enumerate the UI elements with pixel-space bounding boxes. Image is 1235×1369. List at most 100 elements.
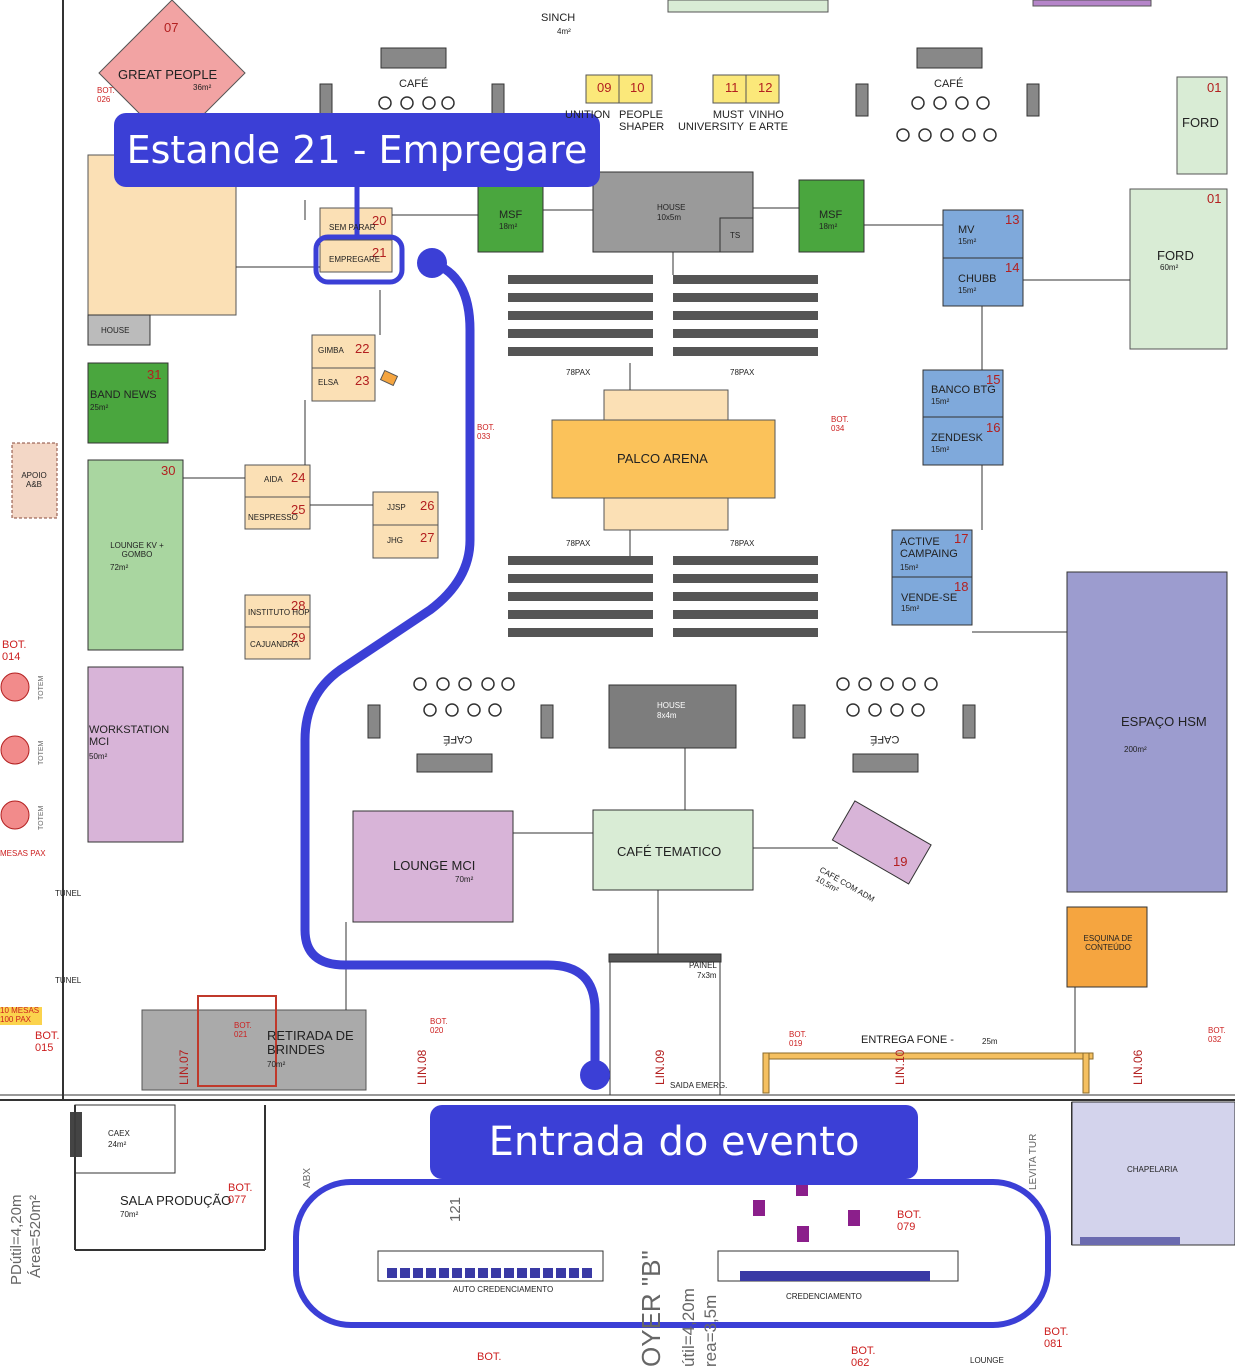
- booth-label: CAFÉ TEMATICO: [617, 844, 722, 859]
- booth-number: 11: [725, 80, 739, 95]
- booth-number: 29: [291, 630, 306, 645]
- booth-number: 07: [164, 20, 179, 35]
- booth-number: 23: [355, 373, 370, 388]
- booth-number: 19: [893, 854, 908, 869]
- entrega-fone: [762, 1052, 1094, 1060]
- booth-12: [745, 74, 780, 104]
- cafe-label: CAFÉ: [443, 733, 473, 746]
- booth-label: ACTIVE CAMPAING: [900, 536, 958, 561]
- entrega-fone-area: 25m: [982, 1037, 998, 1046]
- ts-label: TS: [730, 231, 741, 240]
- booth-esquina: [1066, 906, 1148, 988]
- booth-label: GIMBA: [318, 346, 344, 355]
- booth-17: [891, 529, 973, 578]
- route-end-dot: [580, 1060, 610, 1090]
- booth-area: 4m²: [557, 27, 571, 36]
- booth-26: [372, 491, 439, 526]
- booth-retirada: [141, 1009, 367, 1091]
- booth-workstation: [87, 666, 184, 843]
- lin-label: LIN.06: [1131, 1049, 1145, 1085]
- booth-number: 26: [420, 498, 435, 513]
- area-label: Área=520m²: [27, 1195, 44, 1278]
- bot-label: BOT. 014: [2, 639, 27, 664]
- booth-number: 25: [291, 502, 306, 517]
- bot-label: BOT. 032: [1208, 1026, 1226, 1044]
- bot-label: BOT. 079: [897, 1209, 922, 1234]
- booth-number: 13: [1005, 212, 1020, 227]
- booth-10: [618, 74, 653, 104]
- lin-label: LIN.07: [177, 1049, 191, 1085]
- booth-label: WORKSTATION MCI: [89, 724, 170, 749]
- bot-label: BOT.: [477, 1351, 502, 1363]
- entrance-callout: Entrada do evento: [430, 1105, 918, 1179]
- booth-top-purple: [1032, 0, 1152, 7]
- booth-number: 28: [291, 598, 306, 613]
- booth-area: 60m²: [1160, 263, 1179, 272]
- booth-16: [922, 416, 1004, 466]
- stage-label: PALCO ARENA: [617, 451, 708, 466]
- bot-label: BOT. 019: [789, 1030, 807, 1048]
- booth-label: CAJUANDRA: [250, 640, 299, 649]
- booth-29: [244, 626, 311, 660]
- booth-label: LOUNGE KV + GOMBO: [110, 541, 164, 559]
- booth-area: 70m²: [455, 875, 474, 884]
- booth-label: HOUSE: [101, 326, 130, 335]
- booth-label: JJSP: [387, 503, 406, 512]
- booth-27: [372, 524, 439, 559]
- booth-label: SALA PRODUÇÃO: [120, 1193, 232, 1208]
- booth-label: AIDA: [264, 475, 283, 484]
- booth-label: FORD: [1157, 248, 1194, 263]
- booth-number: 01: [1207, 191, 1222, 206]
- levita-label: LEVITA TUR: [1028, 1133, 1039, 1190]
- bot-label: BOT. 021: [234, 1021, 252, 1039]
- booth-label: RETIRADA DE BRINDES: [267, 1028, 354, 1058]
- booth-label: SEM PARAR: [329, 223, 376, 232]
- entrance-highlight: [293, 1179, 1051, 1328]
- booth-label: UNITION: [565, 109, 611, 121]
- booth-label: VINHO E ARTE: [749, 109, 788, 134]
- booth-label: FORD: [1182, 115, 1219, 130]
- booth-11: [712, 74, 747, 104]
- pax-label: 78PAX: [566, 368, 591, 377]
- booth-area: 18m²: [819, 222, 838, 231]
- booth-area: 8x4m: [657, 711, 677, 720]
- route-start-dot: [417, 248, 447, 278]
- booth-label: BANCO BTG: [931, 384, 996, 396]
- booth-label: VENDE-SE: [901, 592, 958, 604]
- booth-area: 70m²: [267, 1060, 286, 1069]
- bot-label: BOT. 033: [477, 423, 495, 441]
- booth-number: 30: [161, 463, 176, 478]
- booth-area: 15m²: [958, 286, 977, 295]
- number-label: 121: [447, 1196, 464, 1222]
- booth-area: 18m²: [499, 222, 518, 231]
- booth-label: NESPRESSO: [248, 513, 298, 522]
- saida-label: SAIDA EMERG.: [670, 1081, 728, 1090]
- lin-label: LIN.09: [653, 1049, 667, 1085]
- booth-label: CAEX: [108, 1129, 130, 1138]
- round-tables: [0, 672, 30, 830]
- route-line: [300, 258, 600, 1080]
- booth-label: ELSA: [318, 378, 339, 387]
- booth-apoio: [11, 442, 58, 519]
- booth-label: MUST UNIVERSITY: [677, 109, 744, 134]
- booth-number: 18: [954, 579, 969, 594]
- lin-label: LIN.10: [893, 1049, 907, 1085]
- pax-label: 78PAX: [566, 539, 591, 548]
- booth-area: 15m²: [931, 397, 950, 406]
- booth-house-left: [87, 314, 151, 346]
- booth-30: [87, 459, 184, 651]
- booth-label: SINCH: [541, 12, 576, 24]
- cafe-counter: [380, 47, 447, 69]
- mesas-label: MESAS PAX: [0, 849, 46, 858]
- booth-09: [585, 74, 620, 104]
- booth-area: 15m²: [931, 445, 950, 454]
- mesas-label: 10 MESAS 100 PAX: [0, 1006, 42, 1025]
- booth-area: 15m²: [900, 563, 919, 572]
- auto-credenciamento-label: AUTO CREDENCIAMENTO: [453, 1285, 554, 1294]
- booth-14: [942, 257, 1024, 307]
- booth-label-empregare: EMPREGARE: [329, 255, 381, 264]
- cafe-counter: [916, 47, 983, 69]
- booth-18: [891, 576, 973, 626]
- pax-label: 78PAX: [730, 368, 755, 377]
- booth-number: 09: [597, 80, 612, 95]
